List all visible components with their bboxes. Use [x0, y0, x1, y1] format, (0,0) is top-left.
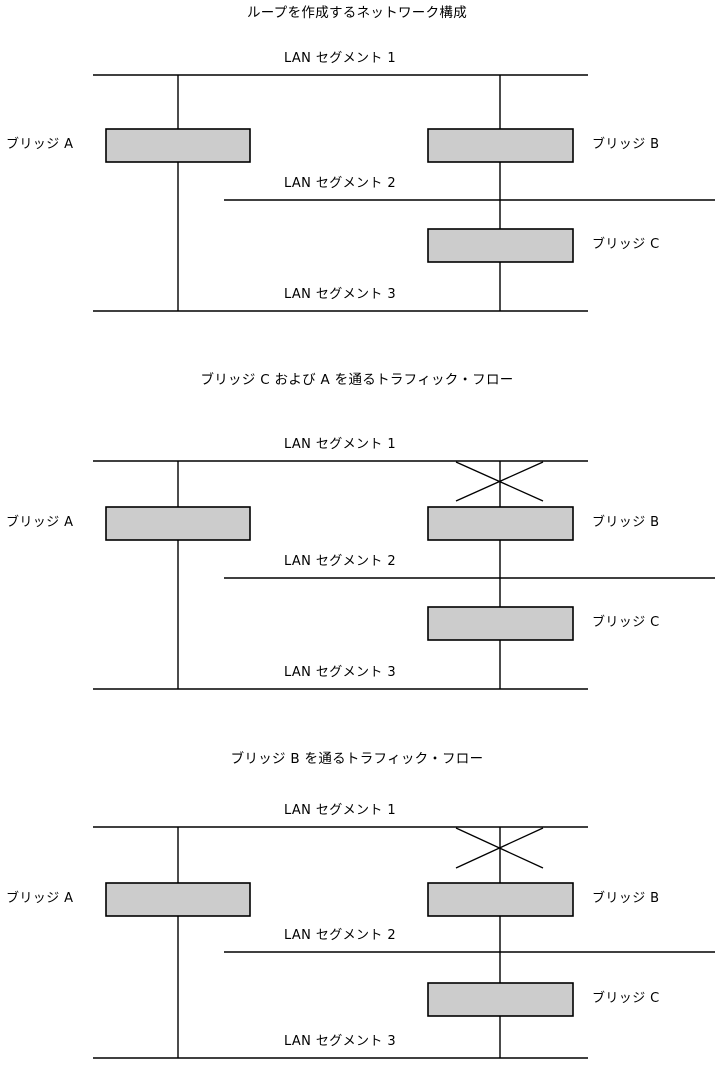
bridge-b-box [427, 506, 574, 541]
bridge-c-box [427, 228, 574, 263]
bridge-b-box [427, 882, 574, 917]
segment-1-label: LAN セグメント 1 [283, 803, 397, 818]
bridge-c-box [427, 982, 574, 1017]
segment-3-label: LAN セグメント 3 [283, 287, 397, 302]
bridge-c-label: ブリッジ C [592, 991, 660, 1006]
bridge-b-label: ブリッジ B [592, 515, 660, 530]
bridge-a-label: ブリッジ A [6, 891, 74, 906]
topology-diagram [93, 460, 715, 690]
blocked-link-x-icon [455, 461, 544, 502]
segment-2-label: LAN セグメント 2 [283, 176, 397, 191]
bridge-a-label: ブリッジ A [6, 137, 74, 152]
segment-2-label: LAN セグメント 2 [283, 928, 397, 943]
blocked-link-x-icon [455, 827, 544, 869]
bridge-a-box [105, 128, 251, 163]
bridge-c-label: ブリッジ C [592, 237, 660, 252]
bridge-b-label: ブリッジ B [592, 891, 660, 906]
panel-traffic-via-c-and-a: ブリッジ C および A を通るトラフィック・フロー LAN セグメント 1 L… [0, 348, 715, 734]
topology-diagram [93, 826, 715, 1059]
bridge-a-box [105, 506, 251, 541]
bridge-c-label: ブリッジ C [592, 615, 660, 630]
segment-1-label: LAN セグメント 1 [283, 437, 397, 452]
panel-title: ループを作成するネットワーク構成 [247, 5, 467, 21]
panel-title: ブリッジ C および A を通るトラフィック・フロー [200, 372, 514, 388]
bridge-a-label: ブリッジ A [6, 515, 74, 530]
segment-2-label: LAN セグメント 2 [283, 554, 397, 569]
panel-loop-topology: ループを作成するネットワーク構成 LAN セグメント 1 LAN セグメント 2… [0, 0, 715, 348]
panel-title: ブリッジ B を通るトラフィック・フロー [230, 751, 484, 767]
bridge-b-label: ブリッジ B [592, 137, 660, 152]
panel-traffic-via-b: ブリッジ B を通るトラフィック・フロー LAN セグメント 1 LAN セグメ… [0, 734, 715, 1066]
segment-3-label: LAN セグメント 3 [283, 665, 397, 680]
bridge-c-box [427, 606, 574, 641]
bridge-b-box [427, 128, 574, 163]
segment-3-label: LAN セグメント 3 [283, 1034, 397, 1049]
topology-diagram [93, 74, 715, 312]
segment-1-label: LAN セグメント 1 [283, 51, 397, 66]
bridge-a-box [105, 882, 251, 917]
